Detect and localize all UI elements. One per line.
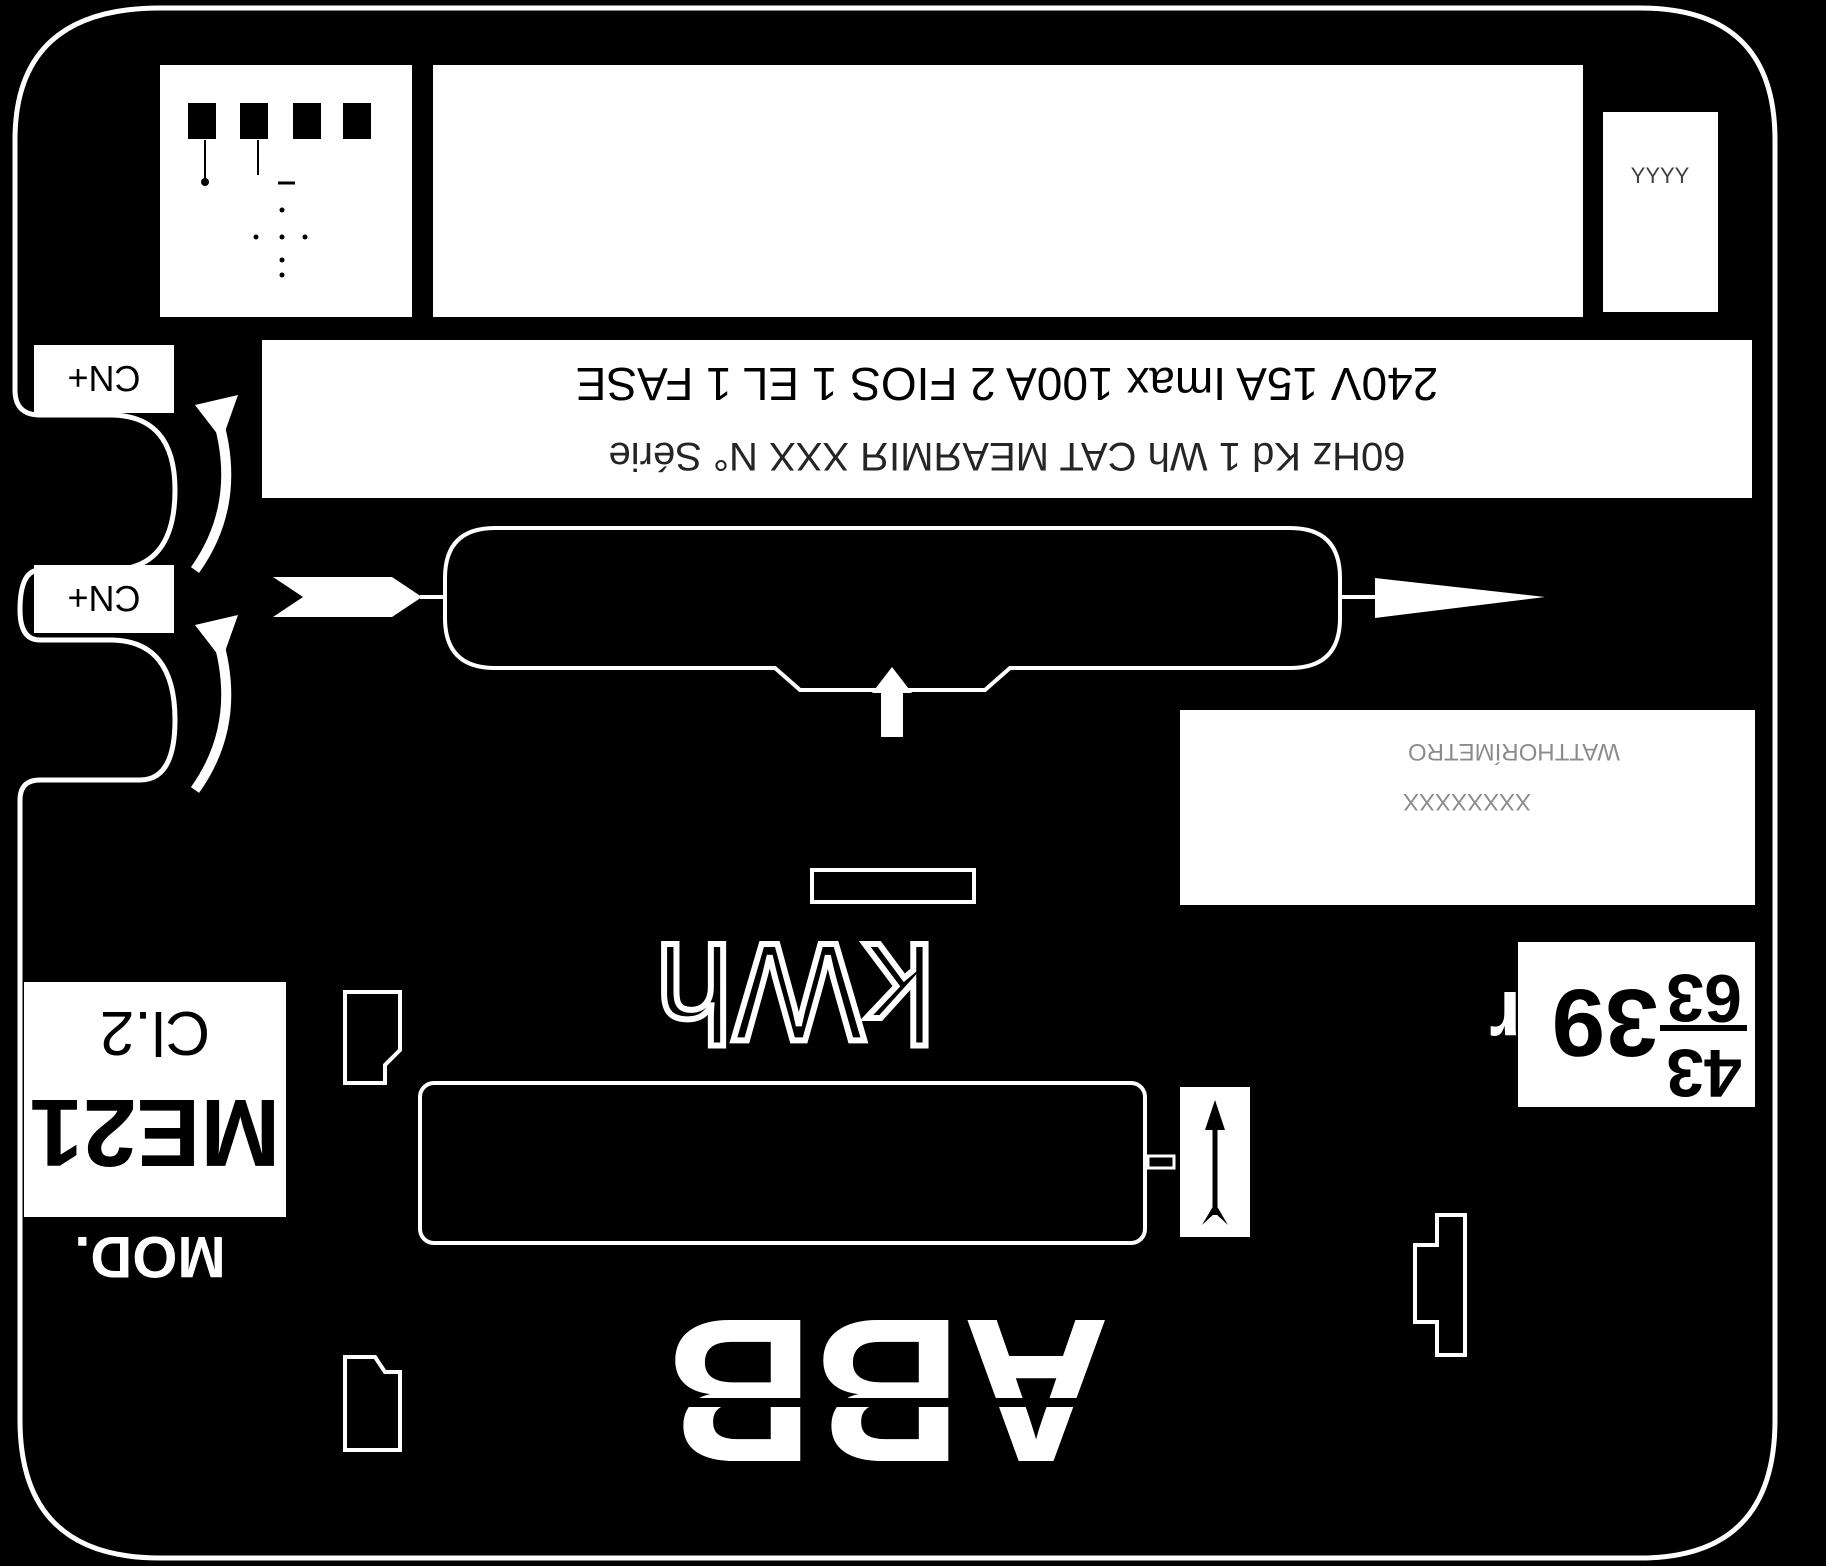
connector-upper-label: CN+ xyxy=(67,358,140,399)
symbols-box-text: YYYY xyxy=(1631,163,1690,188)
terminal-diagram-icon xyxy=(188,103,371,278)
unit-label: kWh xyxy=(655,914,935,1071)
rotation-arrow-icon xyxy=(1202,1100,1228,1225)
constant-numerator: 63 xyxy=(1666,960,1742,1036)
constant-denominator: 43 xyxy=(1666,1035,1742,1111)
spec-line-2: 240V 15A Imax 100A 2 FIOS 1 EL 1 FASE xyxy=(576,358,1439,410)
brand-logo: ABB xyxy=(636,1276,1136,1505)
counter-window xyxy=(418,1081,1147,1245)
flow-meter-body-outline xyxy=(443,526,1342,692)
mounting-notch-left-upper xyxy=(343,990,402,1085)
constant-integer: 39 xyxy=(1552,969,1659,1076)
flow-up-arrow-icon xyxy=(872,667,912,693)
info-box-line-2: WATTHORÍMETRO xyxy=(1408,738,1620,765)
flow-out-arrow-icon xyxy=(1375,578,1545,618)
model-class: Cl.2 xyxy=(100,998,210,1067)
mounting-notch-left-lower xyxy=(343,1355,402,1452)
top-blank-panel xyxy=(433,65,1583,317)
faceplate-outline xyxy=(12,5,1778,1561)
model-prefix: MOD. xyxy=(74,1224,225,1289)
spec-line-1: 60Hz Kd 1 Wh CAT MEAЯMIЯ XXX N° Série xyxy=(609,434,1406,478)
flow-in-arrow-icon xyxy=(273,577,422,617)
svg-text:ABB: ABB xyxy=(666,1276,1110,1505)
model-name: ME21 xyxy=(30,1079,281,1186)
info-box-line-1: XXXXXXXX xyxy=(1403,788,1531,815)
mounting-notch-right xyxy=(1413,1213,1467,1357)
constant-prefix: Rr xyxy=(1489,974,1580,1065)
connector-lower-label: CN+ xyxy=(67,578,140,619)
